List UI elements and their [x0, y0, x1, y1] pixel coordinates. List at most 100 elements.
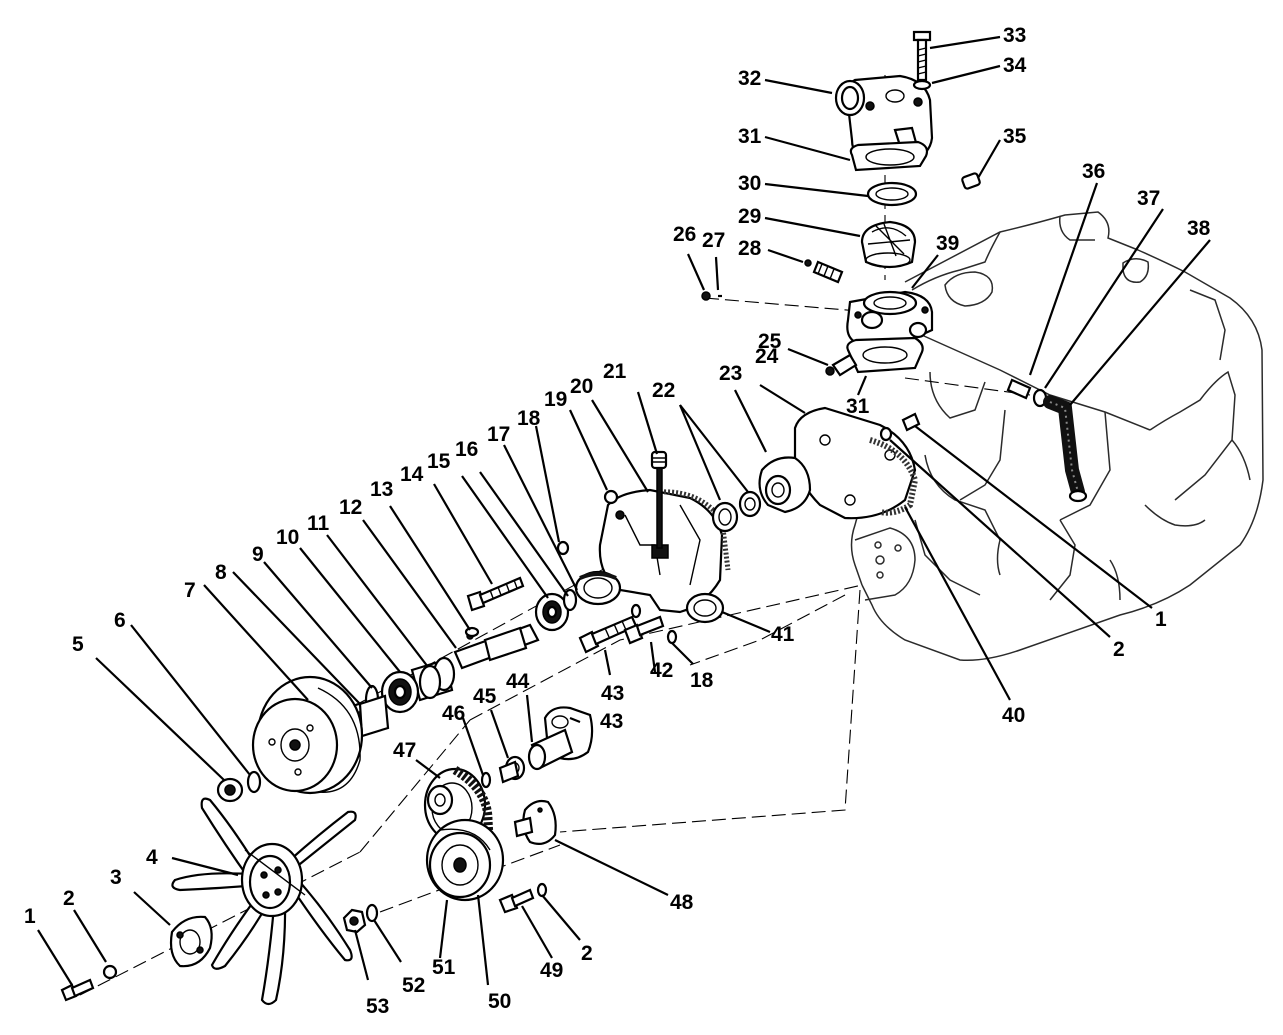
- callout-39: 39: [936, 232, 959, 255]
- callout-22: 22: [652, 379, 675, 402]
- sensor-28: [804, 259, 844, 284]
- callout-12: 12: [339, 496, 362, 519]
- bolt-49: [498, 888, 535, 914]
- callout-50: 50: [488, 990, 511, 1013]
- impeller-23: [758, 456, 812, 514]
- washer-18-lower: [630, 603, 678, 645]
- bushing-45: [498, 755, 526, 784]
- callout-45: 45: [473, 685, 497, 708]
- callout-18-lower: 18: [690, 669, 714, 692]
- callout-6: 6: [114, 609, 126, 632]
- callout-21: 21: [603, 360, 627, 383]
- callout-31-lower: 31: [846, 395, 870, 418]
- spacer-3: [169, 915, 213, 968]
- nut-5: [216, 777, 244, 803]
- callout-31-upper: 31: [738, 125, 762, 148]
- hose-38: [1043, 395, 1088, 503]
- callout-24: 24: [755, 345, 779, 368]
- callout-29: 29: [738, 205, 761, 228]
- callout-10: 10: [276, 526, 299, 549]
- callout-17: 17: [487, 423, 510, 446]
- callout-1: 1: [24, 905, 36, 928]
- gasket-31-upper: [849, 140, 929, 172]
- callout-36: 36: [1082, 160, 1105, 183]
- leader-lines: [37, 35, 1211, 986]
- callout-37: 37: [1137, 187, 1160, 210]
- fan-4: [171, 797, 357, 1006]
- seal-housing-17: [574, 570, 622, 606]
- gasket-31-lower: [846, 336, 924, 374]
- callout-labels: 1 2 3 4 5 6 7 8 9 10 11 12 13 14 15 16 1…: [24, 24, 1211, 1018]
- fitting-36: [1006, 378, 1032, 400]
- callout-16: 16: [455, 438, 478, 461]
- callout-4: 4: [146, 846, 158, 869]
- callout-14: 14: [400, 463, 424, 486]
- callout-44: 44: [506, 670, 530, 693]
- callout-13: 13: [370, 478, 393, 501]
- hub-48: [513, 799, 557, 845]
- spacer-11: [418, 664, 442, 700]
- water-pump-body: [598, 488, 731, 624]
- callout-28: 28: [738, 237, 762, 260]
- callout-2-lower: 2: [581, 942, 593, 965]
- bolt-21: [650, 450, 668, 549]
- front-cover-24: [793, 406, 917, 520]
- callout-46: 46: [442, 702, 465, 725]
- callout-35: 35: [1003, 125, 1027, 148]
- callout-20: 20: [570, 375, 593, 398]
- plug-35: [961, 172, 981, 190]
- callout-8: 8: [215, 561, 227, 584]
- seal-22-a: [711, 501, 739, 533]
- bolt-42: [623, 615, 665, 645]
- callout-43-upper: 43: [601, 682, 624, 705]
- callout-38: 38: [1187, 217, 1211, 240]
- callout-25: 25: [758, 330, 782, 353]
- nut-53: [342, 908, 367, 934]
- callout-30: 30: [738, 172, 761, 195]
- washer-2-fan: [102, 964, 118, 980]
- assembly-centerlines: [79, 75, 1031, 996]
- callout-53: 53: [366, 995, 389, 1018]
- seal-ring-30: [866, 181, 918, 207]
- washer-18-upper: [556, 540, 570, 556]
- callout-11: 11: [307, 512, 330, 535]
- callout-43-lower: 43: [600, 710, 623, 733]
- callout-7: 7: [184, 579, 196, 602]
- bolt-washer-1-2-engine: [879, 412, 921, 442]
- bearing-10: [380, 670, 420, 714]
- bearing-16: [534, 592, 570, 632]
- callout-15: 15: [427, 450, 451, 473]
- seal-22-b: [738, 490, 762, 518]
- callout-49: 49: [540, 959, 563, 982]
- bolt-33: [912, 30, 932, 82]
- washer-52: [365, 903, 379, 923]
- fan-pulley-7: [251, 675, 364, 795]
- v-belt-50: [452, 766, 495, 899]
- callout-9: 9: [252, 543, 264, 566]
- washer-6: [246, 770, 262, 794]
- callout-34: 34: [1003, 54, 1027, 77]
- callout-51: 51: [432, 956, 456, 979]
- housing-39: [846, 290, 934, 344]
- callout-19: 19: [544, 388, 567, 411]
- callout-33: 33: [1003, 24, 1026, 47]
- callout-40: 40: [1002, 704, 1025, 727]
- gasket-40: [869, 437, 919, 516]
- callout-5: 5: [72, 633, 84, 656]
- callout-3: 3: [110, 866, 122, 889]
- callout-47: 47: [393, 739, 416, 762]
- plug-26-27: [701, 291, 722, 301]
- washer-34: [912, 79, 932, 91]
- callout-2-engine: 2: [1113, 638, 1125, 661]
- sensor-25: [825, 353, 858, 377]
- callout-32: 32: [738, 67, 761, 90]
- callout-23: 23: [719, 362, 742, 385]
- callout-41: 41: [771, 623, 795, 646]
- callout-18: 18: [517, 407, 541, 430]
- callout-2: 2: [63, 887, 75, 910]
- snap-ring-46: [480, 771, 492, 789]
- bolt-1-fan: [60, 978, 95, 1002]
- callout-48: 48: [670, 891, 694, 914]
- drive-pulley-51: [425, 818, 505, 902]
